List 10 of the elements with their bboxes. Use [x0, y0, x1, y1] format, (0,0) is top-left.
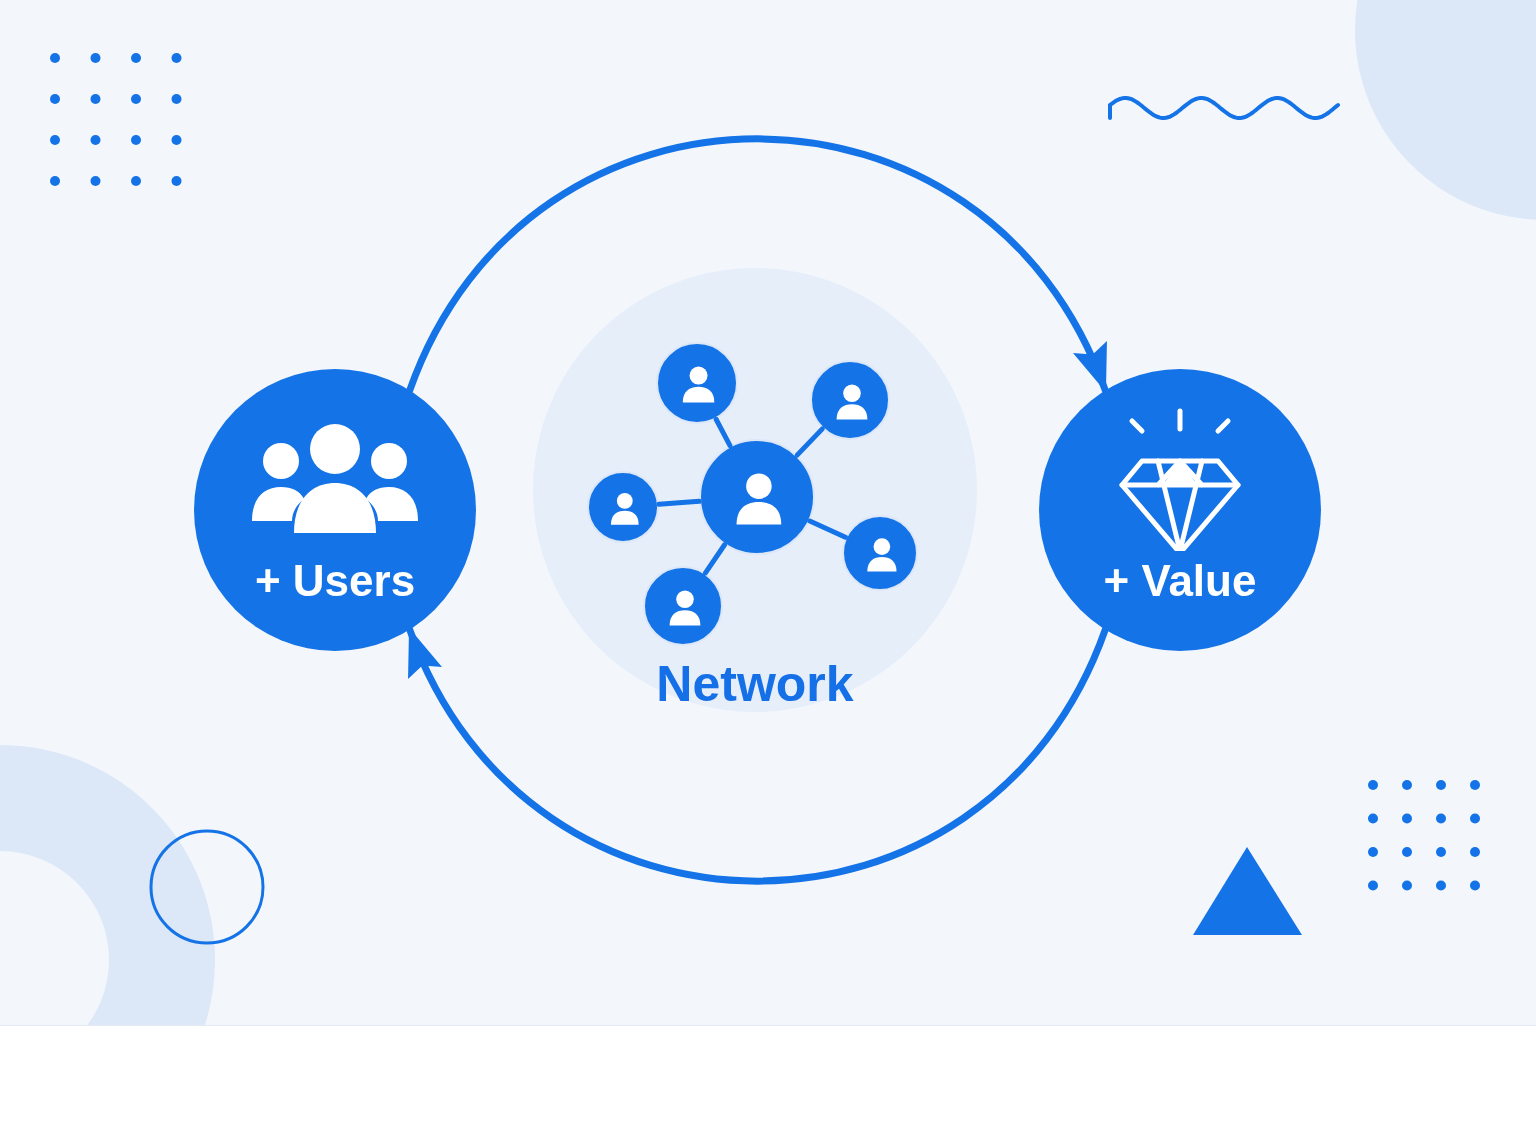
connector-line — [702, 542, 727, 576]
cycle-arrow — [406, 626, 1109, 885]
connector-line — [656, 498, 702, 507]
circle-label: + Value — [1103, 555, 1257, 607]
network-heading: Network — [656, 656, 854, 712]
connector-line — [807, 518, 848, 540]
connector-line — [794, 426, 825, 458]
cycle-arrow — [406, 135, 1109, 394]
connector-line — [713, 416, 733, 449]
circle-label: + Users — [254, 555, 416, 607]
